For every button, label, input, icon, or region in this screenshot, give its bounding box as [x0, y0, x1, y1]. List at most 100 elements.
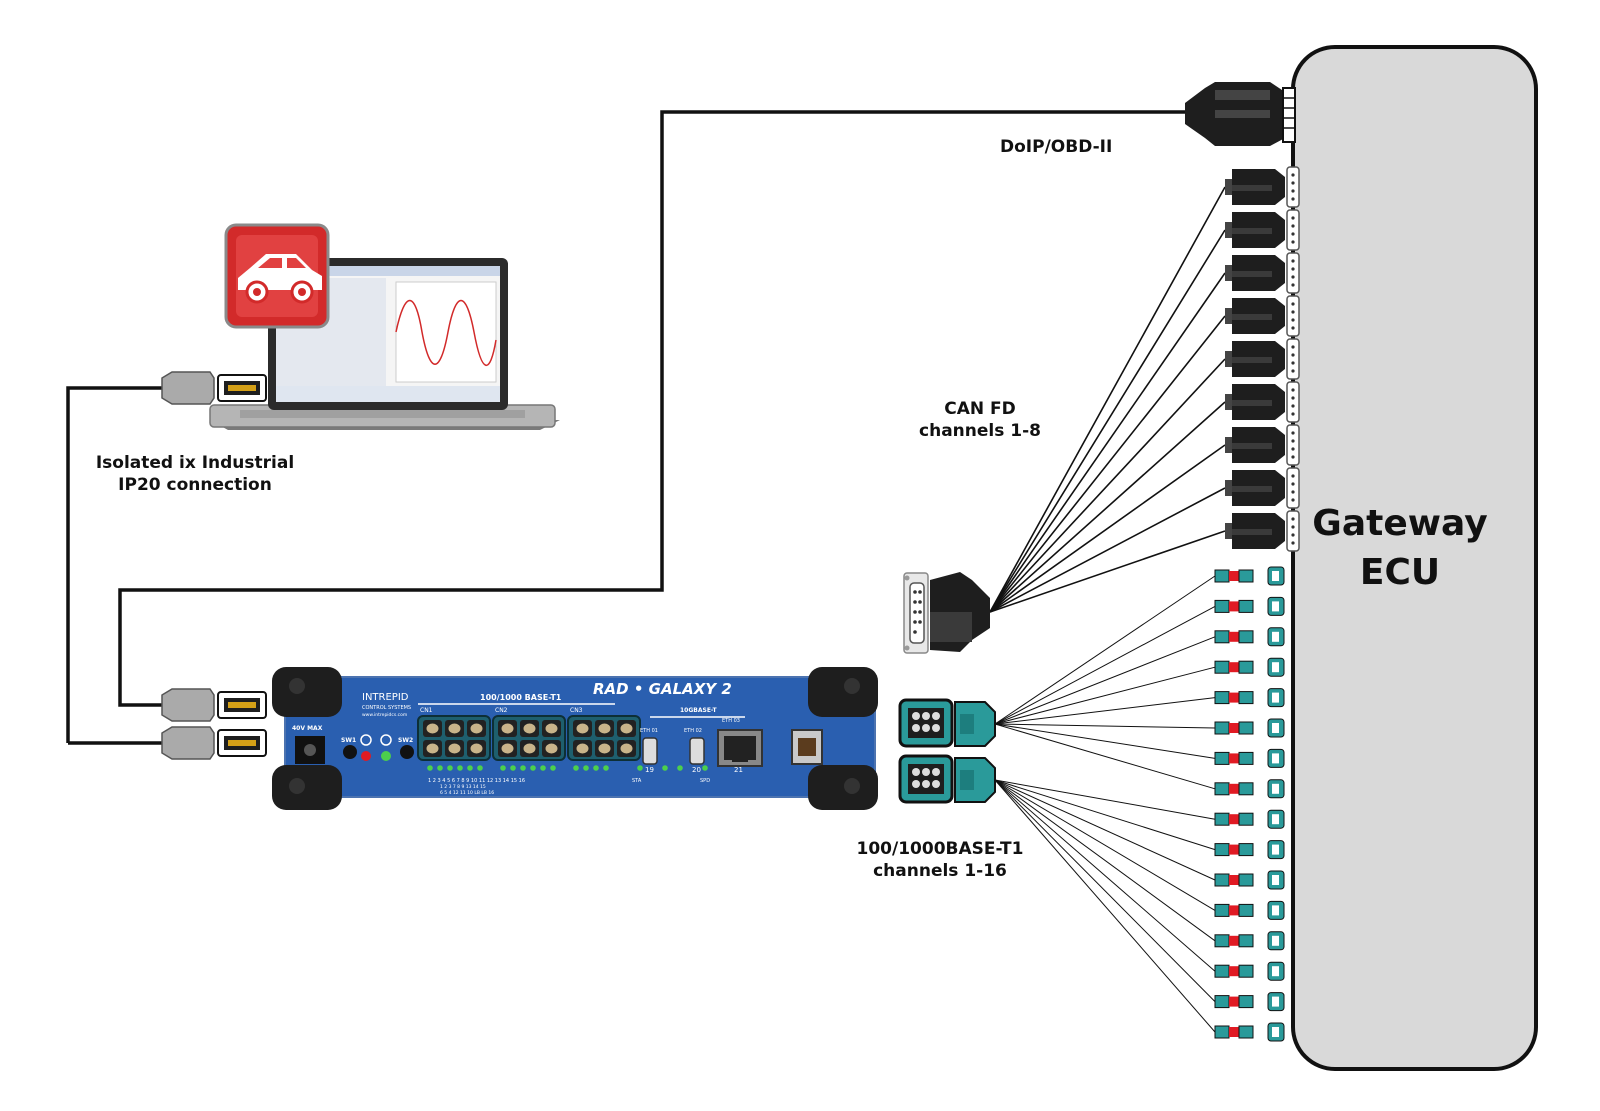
t1-connector-latch [1229, 631, 1239, 642]
rad-galaxy-device: INTREPID CONTROL SYSTEMS www.intrepidcs.… [272, 667, 878, 810]
t1-connector-icon [1214, 809, 1285, 829]
t1-ecu-socket-inner [1272, 571, 1279, 581]
db9-connector-icon [1225, 295, 1300, 337]
db9-stripe [1232, 228, 1272, 234]
t1-connector-housing [1238, 1025, 1254, 1039]
cn-pin [545, 723, 558, 734]
t1-connector-housing [1238, 812, 1254, 826]
t1-connector-shell [1214, 812, 1230, 826]
status-led [603, 765, 609, 771]
cn-pin [523, 743, 536, 754]
status-led [467, 765, 473, 771]
sw1-label: SW1 [341, 737, 356, 744]
cn-pin [501, 743, 514, 754]
t1-connector-latch [1229, 692, 1239, 703]
db9-pin [1291, 181, 1295, 185]
t1-fan-line [994, 779, 1216, 1033]
t1-connector-housing [1238, 660, 1254, 674]
t1-label: 100/1000BASE-T1 channels 1-16 [840, 838, 1040, 882]
t1-header: 100/1000 BASE-T1 [480, 693, 562, 702]
db15-connector-icon [903, 572, 990, 654]
db9-strain-relief [1225, 523, 1235, 539]
db9-pin [1291, 345, 1295, 349]
bumper-bottom-right [808, 765, 878, 810]
sta-label: STA [632, 778, 642, 784]
db9-strain-relief [1225, 222, 1235, 238]
db9-socket [1286, 467, 1300, 509]
ix-plug [161, 371, 215, 405]
t1-connector-housing [1238, 630, 1254, 644]
t1-ecu-socket-inner [1272, 966, 1279, 977]
t1-ecu-socket-inner [1272, 723, 1279, 733]
ix-label: Isolated ix Industrial IP20 connection [60, 452, 330, 496]
status-led [457, 765, 463, 771]
db9-pin [1291, 189, 1295, 193]
cn-pin [448, 743, 461, 754]
t1-fan-line [994, 666, 1216, 725]
cn-connector-block [567, 715, 641, 761]
doip-cable [118, 110, 1185, 707]
can-fan-line [989, 444, 1226, 613]
cn-pin [501, 723, 514, 734]
t1-fan-line [994, 779, 1216, 851]
cn-pin [576, 723, 589, 734]
t1-fan-lines [994, 575, 1216, 1033]
db9-connector-icon [1225, 424, 1300, 466]
t1-ecu-socket-inner [1272, 844, 1279, 855]
status-led [662, 765, 668, 771]
cn-pin [426, 743, 439, 754]
t1-connector-latch [1229, 601, 1239, 612]
can-fan-line [989, 272, 1226, 613]
cables [66, 110, 1185, 745]
status-led [500, 765, 506, 771]
spd-label: SPD [700, 778, 710, 784]
cn-connector-block [492, 715, 566, 761]
t1-connector-latch [1229, 875, 1239, 885]
t1-harness-connectors [898, 698, 996, 804]
t1-connector-icon [1214, 596, 1285, 616]
db9-connector-icon [1225, 338, 1300, 380]
doip-text: DoIP/OBD-II [1000, 137, 1113, 157]
t1-connector-icon [1214, 627, 1285, 647]
db9-stripe [1232, 486, 1272, 492]
status-led [477, 765, 483, 771]
canfd-label: CAN FD channels 1-8 [900, 398, 1060, 442]
t1-connector-latch [1229, 966, 1239, 977]
db9-pin [1291, 455, 1295, 459]
t1-connector-icon [1214, 688, 1285, 708]
ix-plug [161, 688, 215, 722]
db9-stripe [1232, 400, 1272, 406]
t1-connector-housing [1238, 903, 1254, 917]
device-brand-url: www.intrepidcs.com [362, 712, 407, 718]
db9-pin [1291, 275, 1295, 279]
db9-connector-icon [1225, 252, 1300, 294]
db9-strain-relief [1225, 265, 1235, 281]
ix-cable [66, 386, 162, 743]
status-led [702, 765, 708, 771]
db9-pin [1291, 541, 1295, 545]
db9-pin [1291, 474, 1295, 478]
can-fan-line [989, 487, 1226, 613]
db9-pin [1291, 361, 1295, 365]
power-label: 40V MAX [292, 725, 323, 732]
db9-pin [1291, 224, 1295, 228]
t1-fan-line [994, 779, 1216, 942]
can-fan-line [989, 401, 1226, 613]
cn-pin [448, 723, 461, 734]
ethernet-port-icon [717, 729, 763, 767]
t1-line2: channels 1-16 [873, 861, 1007, 882]
t1-connector-icon [1214, 992, 1285, 1012]
t1-connector-shell [1214, 964, 1230, 978]
db9-stripe [1232, 271, 1272, 277]
t1-connector-icon [1214, 566, 1285, 586]
t1-fan-line [994, 575, 1216, 725]
db9-stripe [1232, 314, 1272, 320]
db9-socket [1286, 295, 1300, 337]
t1-ecu-socket-inner [1272, 753, 1279, 764]
eth03-label: ETH 03 [722, 718, 740, 724]
status-led [637, 765, 643, 771]
cn-pin [470, 743, 483, 754]
ix-plug [161, 726, 215, 760]
eth01-label: ETH 01 [640, 728, 658, 734]
t1-connector-housing [1238, 873, 1254, 887]
